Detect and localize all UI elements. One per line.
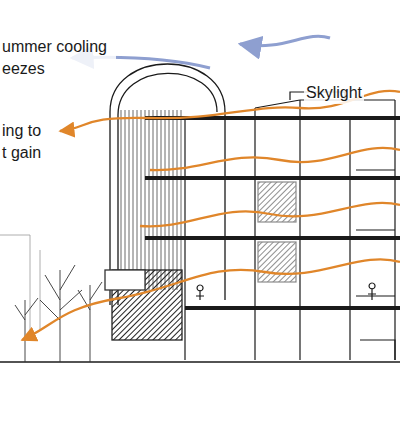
skylight-label: Skylight [304,82,364,104]
building-section [0,92,400,362]
airflow-arrow [22,91,400,340]
background-building [0,235,40,330]
trees [15,265,102,362]
breeze-label: ummer cooling eezes [0,36,116,80]
heat-gain-label: ing to t gain [0,120,50,164]
